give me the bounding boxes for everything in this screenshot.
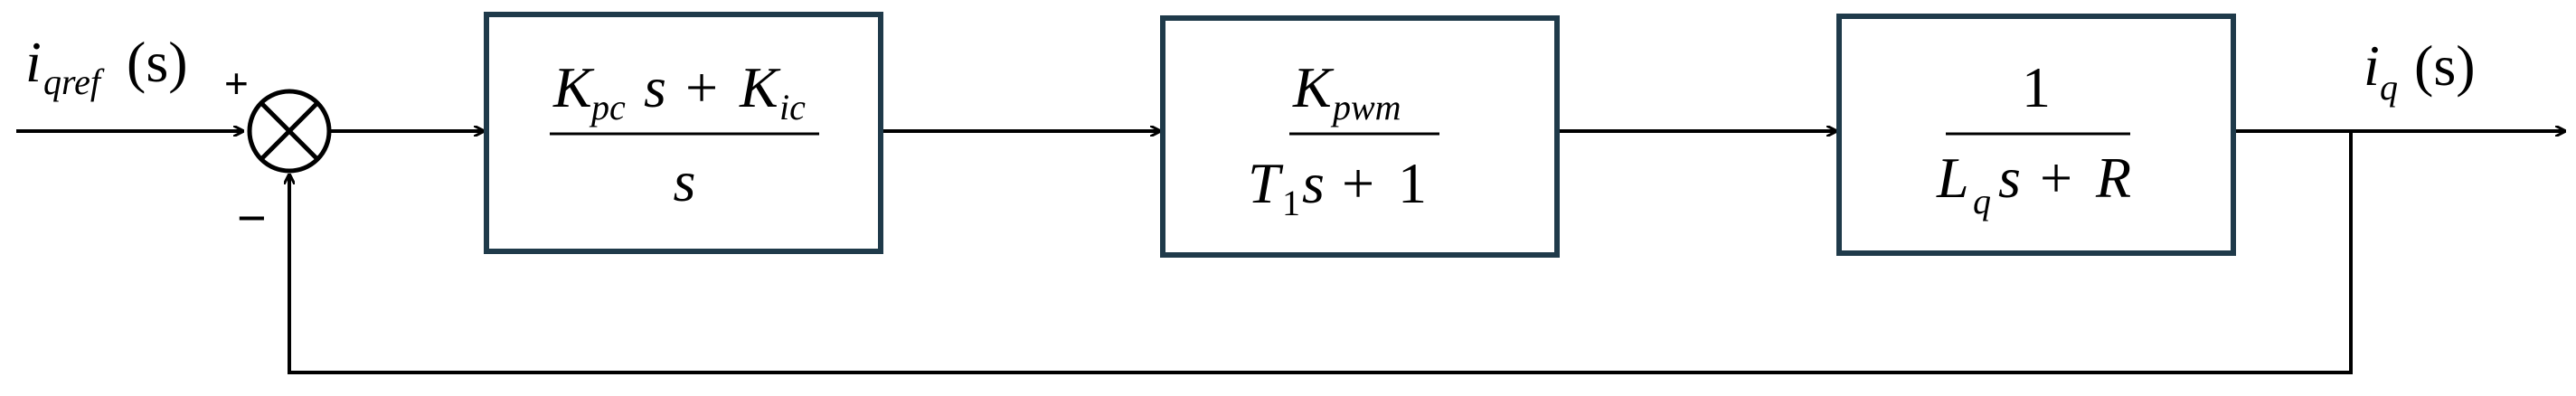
pwm-denominator-plus: + [1342,151,1374,215]
pi-numerator-k1: K [552,55,595,119]
plant-numerator: 1 [2022,55,2051,119]
input-signal-argument: (s) [127,30,188,94]
pwm-denominator-t: T [1248,151,1284,215]
pi-numerator-k2: K [739,55,781,119]
pi-numerator-plus: + [685,55,718,119]
plant-denominator-r: R [2095,146,2131,210]
minus-sign: − [237,189,267,246]
pwm-denominator-t-subscript: 1 [1282,183,1300,223]
pwm-box [1160,15,1560,258]
plus-sign: + [224,60,249,107]
output-signal-i: i [2364,33,2380,98]
plant-denominator-l: L [1936,146,1969,210]
plant-denominator-s: s [1998,146,2021,210]
feedback-path [289,131,2353,374]
plant-denominator-plus: + [2040,146,2072,210]
input-signal-i: i [25,30,42,94]
plant-block: 1 L q s + R [1836,14,2236,256]
pi-numerator-k2-subscript: ic [779,87,806,127]
pi-numerator-s: s [644,55,666,119]
pi-controller-block: K pc s + K ic s [484,12,883,254]
input-signal-subscript: qref [43,61,105,102]
pwm-numerator-k-subscript: pwm [1330,87,1401,127]
pi-denominator: s [674,149,696,213]
pi-numerator-k1-subscript: pc [589,87,626,127]
pwm-denominator-s: s [1302,151,1325,215]
output-signal-label: i q (s) [2364,33,2476,108]
pwm-numerator-k: K [1292,55,1335,119]
input-signal-label: i qref (s) [25,30,188,102]
output-signal-argument: (s) [2414,33,2476,98]
summing-junction-cross-b [259,101,319,161]
pwm-denominator-one: 1 [1398,151,1427,215]
output-signal-subscript: q [2380,67,2398,108]
plant-denominator-l-subscript: q [1973,181,1991,222]
summing-junction: + − [224,60,332,246]
pwm-block: K pwm T 1 s + 1 [1160,15,1560,258]
